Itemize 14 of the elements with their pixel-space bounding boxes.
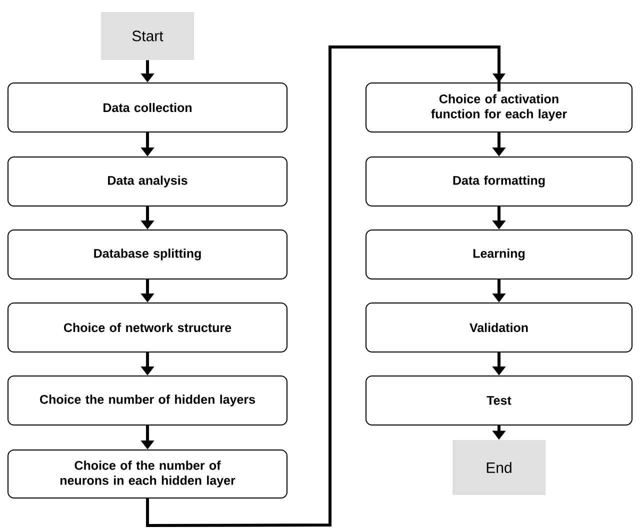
terminal-box: End [452,440,546,495]
process-box: Data analysis [8,156,288,206]
process-box: Validation [366,302,632,352]
process-box: Data collection [8,82,288,132]
process-box: Choice of network structure [8,302,288,352]
process-box: Learning [366,230,632,280]
process-box: Test [366,376,632,426]
process-box: Choice of activation function for each layer [366,82,632,132]
process-box: Choice of the number of neurons in each hidden layer [8,450,288,498]
process-box: Choice the number of hidden layers [8,376,288,426]
process-box: Database splitting [8,230,288,280]
arrow [146,46,506,527]
process-box: Data formatting [366,156,632,206]
terminal-box: Start [101,12,194,60]
